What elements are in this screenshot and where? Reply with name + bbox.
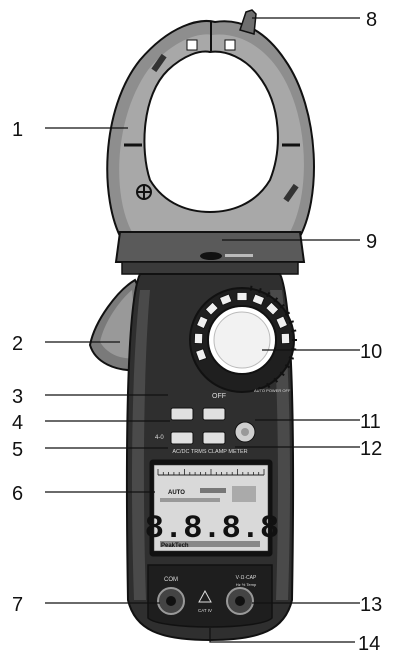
- ground-symbol-icon: [136, 184, 152, 200]
- jaw-label-right: [283, 183, 299, 203]
- lcd-display: AUTO 8.8.8.8 PeakTech: [145, 459, 279, 557]
- dial-knurl-tick: [284, 364, 291, 369]
- callout-number-12: 12: [360, 438, 382, 460]
- clamp-jaw: [106, 9, 315, 241]
- terminal-com-label: COM: [164, 577, 178, 583]
- callout-number-11: 11: [360, 411, 381, 433]
- rotary-dial[interactable]: [189, 285, 297, 393]
- vohm-terminal[interactable]: [226, 587, 254, 615]
- callout-number-9: 9: [366, 231, 377, 253]
- jaw-warning-box-left: [186, 39, 198, 51]
- lcd-main-digits: 8.8.8.8: [145, 510, 279, 547]
- terminal-panel: COM V·Ω·CAP Hz % Temp CAT IV: [147, 564, 273, 628]
- dial-knurl-tick: [266, 382, 271, 389]
- dial-knurl-tick: [258, 287, 262, 294]
- lcd-icon-right: [232, 486, 256, 502]
- function-button-2[interactable]: [202, 407, 226, 421]
- dial-position-marker: [265, 301, 280, 316]
- auto-power-off-label: AUTO POWER OFF: [254, 388, 291, 393]
- dial-position-marker: [195, 348, 208, 362]
- callout-number-8: 8: [366, 9, 377, 31]
- callout-number-7: 7: [12, 594, 23, 616]
- dial-position-marker: [193, 332, 204, 345]
- button-row-1: [170, 407, 226, 421]
- callout-number-1: 1: [12, 119, 23, 141]
- lcd-screen: [153, 464, 269, 552]
- dial-knob-inner: [213, 311, 271, 369]
- function-button-1[interactable]: [170, 407, 194, 421]
- dial-position-marker: [236, 292, 248, 301]
- collar: [114, 231, 306, 275]
- lcd-auto: AUTO: [168, 490, 185, 496]
- body-grip-left: [132, 290, 150, 600]
- dial-position-marker: [280, 332, 291, 345]
- button-40-label: 4-0: [155, 435, 164, 441]
- dial-position-marker: [219, 293, 233, 306]
- dial-knurl-tick: [249, 285, 253, 291]
- function-button-3[interactable]: [170, 431, 194, 445]
- lcd-icon-row: [200, 488, 226, 493]
- com-terminal[interactable]: [157, 587, 185, 615]
- dial-knurl-tick: [273, 377, 279, 383]
- dial-knurl-tick: [291, 329, 297, 333]
- lcd-bottom-row: [160, 541, 260, 547]
- dial-position-marker: [251, 293, 265, 306]
- dial-knurl-tick: [288, 356, 295, 360]
- dial-position-marker: [196, 315, 209, 330]
- indicator-caption-bar: [225, 254, 253, 257]
- callout-number-2: 2: [12, 333, 23, 355]
- callout-number-5: 5: [12, 439, 23, 461]
- dial-knurl-tick: [273, 297, 279, 303]
- jaw-tab: [239, 9, 257, 35]
- terminal-cat-label: CAT IV: [198, 608, 212, 613]
- terminal-vohm-label: V·Ω·CAP: [236, 575, 257, 581]
- dial-knurl-tick: [279, 371, 285, 377]
- jaw-indicator: [200, 252, 222, 260]
- callout-number-13: 13: [360, 594, 382, 616]
- dial-knurl-tick: [279, 303, 285, 309]
- lcd-brand: PeakTech: [161, 543, 189, 549]
- terminal-sub-label: Hz % Temp: [236, 582, 257, 587]
- callout-number-10: 10: [360, 341, 382, 363]
- dial-knurl-tick: [266, 291, 271, 298]
- collar-band: [121, 261, 299, 275]
- dial-knurl-tick: [258, 386, 262, 393]
- meter-title: AC/DC TRMS CLAMP METER: [172, 449, 247, 455]
- lcd-icon-row-2: [160, 498, 220, 502]
- lcd-bargraph-ticks: [157, 469, 265, 475]
- jaw-opening: [143, 50, 279, 214]
- callout-number-3: 3: [12, 386, 23, 408]
- function-button-4[interactable]: [202, 431, 226, 445]
- dial-position-markers: [193, 285, 297, 393]
- dial-knurl-tick: [284, 311, 291, 316]
- callout-line-14: [209, 628, 355, 643]
- dial-off-label: OFF: [212, 393, 226, 400]
- dial-position-marker: [275, 315, 288, 330]
- warning-triangle-icon: [198, 589, 212, 603]
- dial-position-marker: [204, 301, 219, 316]
- button-row-2: [170, 421, 256, 445]
- dial-knurl-tick: [288, 320, 295, 324]
- jaw-warning-box-right: [224, 39, 236, 51]
- callout-number-14: 14: [358, 633, 380, 655]
- jaw-label-left: [151, 53, 167, 73]
- jaw-trigger-shade: [100, 290, 138, 359]
- callout-number-4: 4: [12, 412, 23, 434]
- backlight-button-center: [241, 428, 249, 436]
- callout-number-6: 6: [12, 483, 23, 505]
